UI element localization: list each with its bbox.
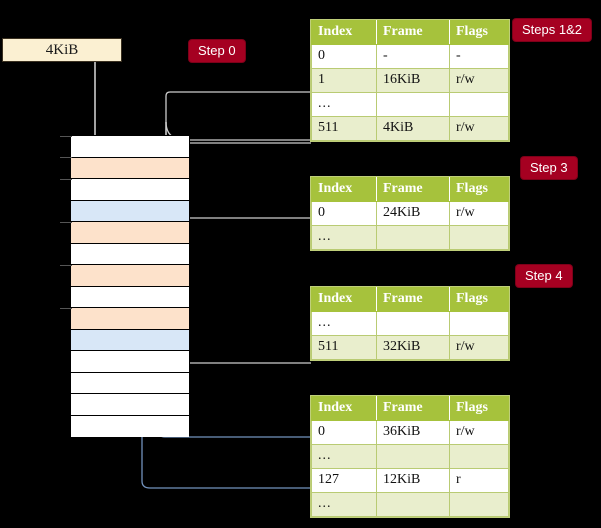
table-cell: 12KiB bbox=[376, 468, 450, 493]
table-cell: r/w bbox=[449, 335, 509, 360]
table-cell: r/w bbox=[449, 201, 509, 226]
table-cell: r bbox=[449, 468, 509, 493]
column-header-frame: Frame bbox=[376, 396, 450, 421]
memory-frame-row bbox=[71, 179, 189, 201]
table-cell: 0 bbox=[311, 201, 377, 226]
memory-frame-row bbox=[71, 157, 189, 179]
table-cell: 4KiB bbox=[376, 116, 450, 141]
memory-frame-row bbox=[71, 200, 189, 222]
table-cell: 0 bbox=[311, 44, 377, 69]
table-cell: - bbox=[449, 44, 509, 69]
source-frame-box: 4KiB bbox=[2, 38, 122, 62]
table-cell: r/w bbox=[449, 68, 509, 93]
badge-step-4: Step 4 bbox=[516, 265, 572, 287]
column-header-frame: Frame bbox=[376, 287, 450, 312]
memory-tick bbox=[60, 179, 72, 180]
table-cell bbox=[449, 311, 509, 336]
memory-frame-row bbox=[71, 243, 189, 265]
column-header-flags: Flags bbox=[449, 177, 509, 202]
table-row: ... bbox=[311, 444, 509, 469]
memory-frame-row bbox=[71, 286, 189, 308]
memory-frame-row bbox=[71, 308, 189, 330]
column-header-index: Index bbox=[311, 20, 377, 45]
table-cell: 36KiB bbox=[376, 420, 450, 445]
table-cell: 16KiB bbox=[376, 68, 450, 93]
table-cell bbox=[376, 492, 450, 517]
memory-frame-row bbox=[71, 136, 189, 158]
column-header-flags: Flags bbox=[449, 287, 509, 312]
table-cell bbox=[376, 225, 450, 250]
memory-frame-row bbox=[71, 394, 189, 416]
memory-frame-row bbox=[71, 265, 189, 287]
memory-frame-row bbox=[71, 372, 189, 394]
table-cell: r/w bbox=[449, 116, 509, 141]
table-cell: 1 bbox=[311, 68, 377, 93]
memory-frame-row bbox=[71, 351, 189, 373]
table-cell: ... bbox=[311, 311, 377, 336]
table-cell: 24KiB bbox=[376, 201, 450, 226]
memory-frame-row bbox=[71, 415, 189, 437]
badge-step-0: Step 0 bbox=[189, 40, 245, 62]
table-cell: ... bbox=[311, 225, 377, 250]
table-cell bbox=[449, 444, 509, 469]
table-cell: 511 bbox=[311, 335, 377, 360]
badge-step-3: Step 3 bbox=[521, 157, 577, 179]
memory-frame-row bbox=[71, 329, 189, 351]
table-row: ... bbox=[311, 311, 509, 336]
table-cell: - bbox=[376, 44, 450, 69]
memory-tick bbox=[60, 157, 72, 158]
table-cell: r/w bbox=[449, 420, 509, 445]
physical-memory-column bbox=[70, 135, 190, 437]
table-cell bbox=[376, 311, 450, 336]
table-cell: 0 bbox=[311, 420, 377, 445]
table-cell bbox=[449, 92, 509, 117]
table-cell: 511 bbox=[311, 116, 377, 141]
table-row: ... bbox=[311, 492, 509, 517]
memory-tick bbox=[60, 222, 72, 223]
table-cell: ... bbox=[311, 492, 377, 517]
table-cell bbox=[449, 225, 509, 250]
column-header-frame: Frame bbox=[376, 20, 450, 45]
memory-frame-row bbox=[71, 222, 189, 244]
column-header-index: Index bbox=[311, 396, 377, 421]
table-cell: ... bbox=[311, 444, 377, 469]
table-cell: 32KiB bbox=[376, 335, 450, 360]
table-cell: 127 bbox=[311, 468, 377, 493]
table-cell bbox=[376, 92, 450, 117]
column-header-flags: Flags bbox=[449, 396, 509, 421]
memory-tick bbox=[60, 308, 72, 309]
badge-steps-1-2: Steps 1&2 bbox=[513, 19, 591, 41]
column-header-index: Index bbox=[311, 287, 377, 312]
table-cell bbox=[449, 492, 509, 517]
column-header-index: Index bbox=[311, 177, 377, 202]
memory-tick bbox=[60, 265, 72, 266]
table-row: ... bbox=[311, 92, 509, 117]
column-header-frame: Frame bbox=[376, 177, 450, 202]
column-header-flags: Flags bbox=[449, 20, 509, 45]
table-row: ... bbox=[311, 225, 509, 250]
table-cell bbox=[376, 444, 450, 469]
memory-tick bbox=[60, 136, 72, 137]
table-row: 0-- bbox=[311, 44, 509, 69]
table-cell: ... bbox=[311, 92, 377, 117]
